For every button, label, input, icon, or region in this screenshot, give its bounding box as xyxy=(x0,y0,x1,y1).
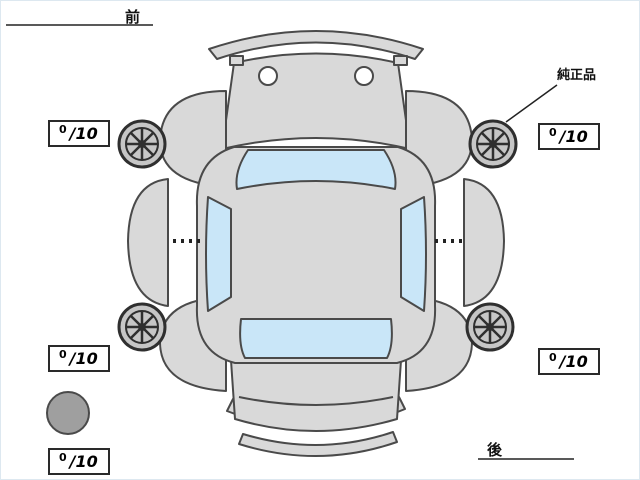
tire-score-front-right: 0 /10 xyxy=(538,123,600,150)
tire-score-max: /10 xyxy=(559,127,588,146)
spare-tire-icon xyxy=(46,391,90,435)
tire-score-value: 0 xyxy=(59,451,67,464)
tire-score-value: 0 xyxy=(59,348,67,361)
left-side-window xyxy=(205,196,232,312)
tire-score-value: 0 xyxy=(549,351,557,364)
tire-score-rear-left: 0 /10 xyxy=(48,345,110,372)
tire-score-max: /10 xyxy=(559,352,588,371)
front-label: 前 xyxy=(125,8,141,26)
wheel-front-left-icon xyxy=(117,119,167,169)
car-body xyxy=(127,30,505,457)
right-side-window xyxy=(400,196,427,312)
tire-score-front-left: 0 /10 xyxy=(48,120,110,147)
wheel-rear-left-icon xyxy=(117,302,167,352)
wheel-rear-right-icon xyxy=(465,302,515,352)
genuine-part-label: 純正品 xyxy=(557,68,597,83)
tire-score-spare: 0 /10 xyxy=(48,448,110,475)
tire-score-max: /10 xyxy=(69,452,98,471)
genuine-part-pointer-line xyxy=(505,84,558,123)
rear-label: 後 xyxy=(487,441,503,459)
tire-score-max: /10 xyxy=(69,124,98,143)
tire-score-value: 0 xyxy=(59,123,67,136)
tire-score-value: 0 xyxy=(549,126,557,139)
tire-score-max: /10 xyxy=(69,349,98,368)
wheel-front-right-icon xyxy=(468,119,518,169)
windshield xyxy=(235,149,397,190)
tire-score-rear-right: 0 /10 xyxy=(538,348,600,375)
rear-window xyxy=(239,318,393,359)
